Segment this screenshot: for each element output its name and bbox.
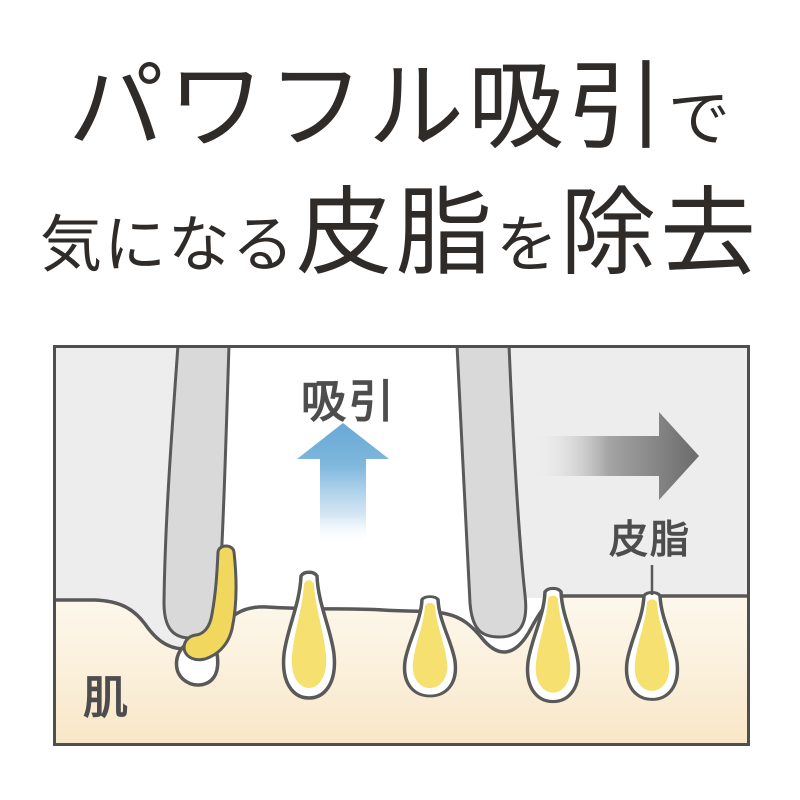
headline-particle-wo: を — [496, 212, 561, 280]
headline-text-remove: 除去 — [560, 180, 761, 287]
headline-text-sebum: 皮脂 — [296, 180, 496, 287]
diagram-border — [53, 345, 750, 746]
sebum-arrow-right — [534, 412, 699, 500]
sebum-streak-extracted — [182, 544, 238, 662]
skin-label: 肌 — [83, 672, 128, 723]
suction-diagram: 吸引 皮脂 肌 — [53, 345, 750, 746]
suction-diagram-svg: 吸引 皮脂 肌 — [53, 345, 750, 746]
sebum-label: 皮脂 — [609, 519, 691, 562]
headline-text-powerful-suction: パワフル吸引 — [67, 54, 668, 161]
suction-arrow-up — [297, 423, 389, 541]
suction-label: 吸引 — [301, 376, 397, 427]
skin-surface-line — [53, 594, 750, 654]
headline-particle-de: で — [667, 86, 732, 154]
nozzle-wall-right — [455, 345, 528, 639]
headline-line-1: パワフル吸引で — [0, 60, 800, 156]
headline-text-concerning: 気になる — [39, 212, 296, 280]
headline-line-2: 気になる皮脂を除去 — [0, 186, 800, 282]
